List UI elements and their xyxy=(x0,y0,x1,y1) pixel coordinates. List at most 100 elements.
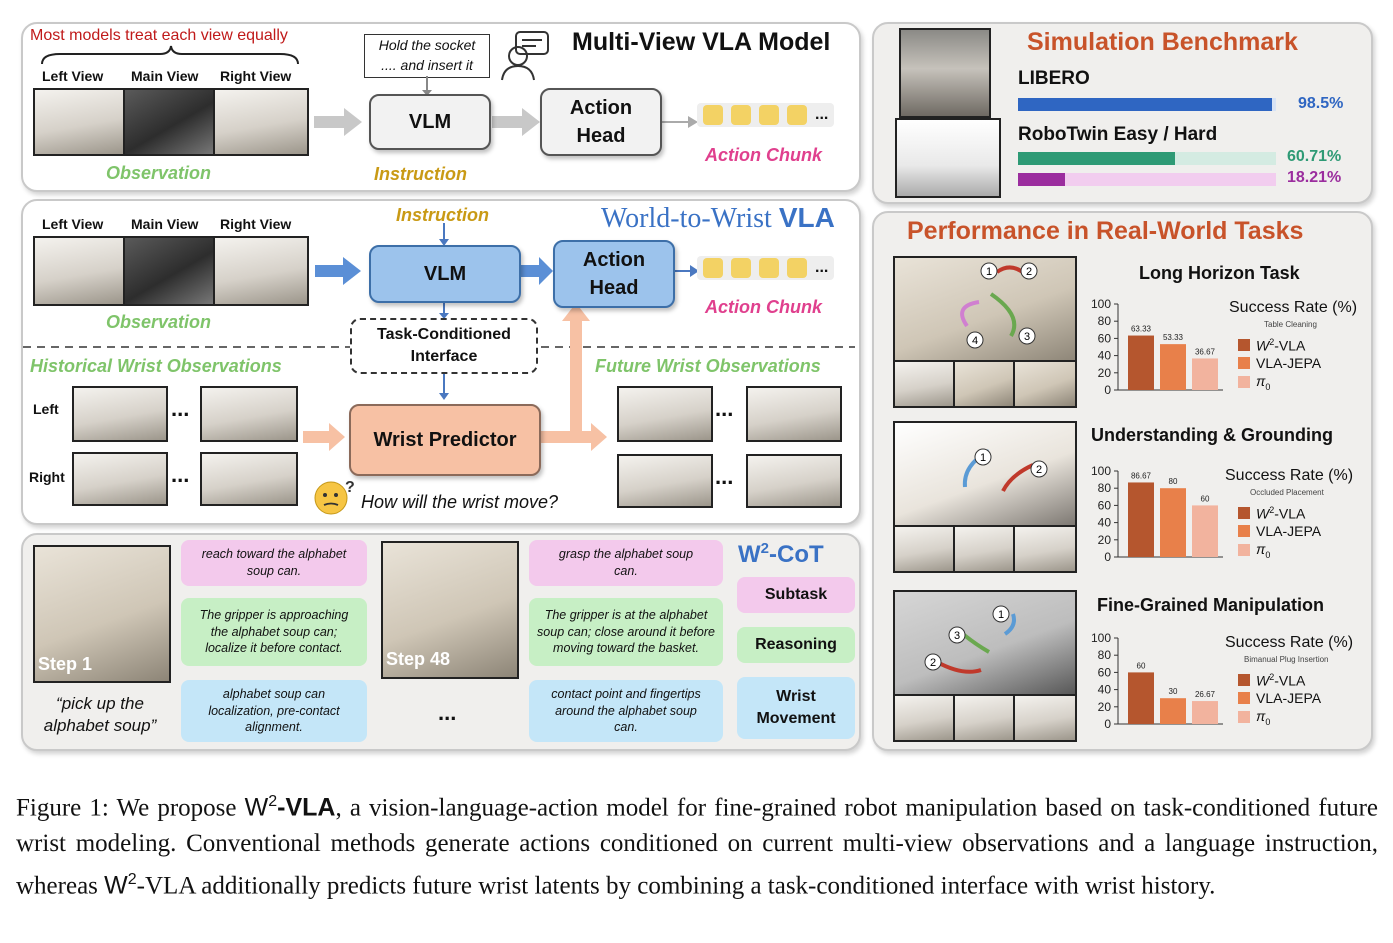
cot-subtask-2: grasp the alphabet soup can. xyxy=(529,540,723,586)
wrist-predictor-box: Wrist Predictor xyxy=(349,404,541,476)
cot-subtask-1: reach toward the alphabet soup can. xyxy=(181,540,367,586)
task-prompt: “pick up the alphabet soup” xyxy=(43,694,157,735)
libero-label: LIBERO xyxy=(1018,68,1090,89)
brace-icon xyxy=(41,45,299,65)
w2w-view-main: Main View xyxy=(131,216,199,232)
fine-grained-annotations: 1 2 3 xyxy=(924,605,1016,674)
circle-label-4: 4 xyxy=(972,335,978,347)
y-tick-label: 20 xyxy=(1098,700,1112,714)
instruction-speech-bubble: Hold the socket .... and insert it xyxy=(364,34,490,78)
multi-view-note: Most models treat each view equally xyxy=(30,27,288,44)
w2w-view-left: Left View xyxy=(42,216,104,232)
legend-w: W xyxy=(1256,505,1270,522)
action-chunk-ellipsis: ... xyxy=(815,106,829,123)
chart-title-grounding: Understanding & Grounding xyxy=(1091,425,1333,445)
w2w-action-head-box: Action Head xyxy=(553,240,675,308)
y-tick-label: 40 xyxy=(1098,349,1112,363)
y-tick-label: 40 xyxy=(1098,683,1112,697)
w2-cot-title: W2-CoT xyxy=(738,540,824,569)
bar-π0 xyxy=(1192,505,1218,557)
robotwin-label: RoboTwin Easy / Hard xyxy=(1018,124,1218,145)
w2w-title-plain: World-to-Wrist xyxy=(601,203,779,234)
circle-label-1: 1 xyxy=(986,266,992,278)
chart-title-fine-grained: Fine-Grained Manipulation xyxy=(1097,595,1325,615)
w2w-main-image xyxy=(123,236,215,306)
bar-π0 xyxy=(1192,358,1218,390)
observation-left-image xyxy=(33,88,125,156)
circle-label-3: 3 xyxy=(954,630,960,642)
caption-bold: -VLA xyxy=(277,793,336,822)
fine-grained-wrist-1 xyxy=(893,694,957,742)
w2w-view-right: Right View xyxy=(220,216,292,232)
grounding-wrist-1 xyxy=(893,525,957,573)
y-tick-label: 0 xyxy=(1104,383,1111,397)
robotwin-easy-value: 60.71% xyxy=(1287,148,1342,165)
y-tick-label: 80 xyxy=(1098,481,1112,495)
simulation-title: Simulation Benchmark xyxy=(1027,28,1298,56)
bar-value-label: 36.67 xyxy=(1195,347,1216,356)
libero-value: 98.5% xyxy=(1298,95,1344,112)
real-world-title: Performance in Real-World Tasks xyxy=(907,217,1304,245)
cot-title-rest: -CoT xyxy=(769,541,824,568)
wrist-left-label: Left xyxy=(33,401,59,417)
legend-w: W xyxy=(1256,337,1270,354)
robotwin-image xyxy=(895,118,1001,198)
action-token xyxy=(759,258,779,278)
bar-vla-jepa xyxy=(1160,698,1186,724)
world-to-wrist-title: World-to-Wrist VLA xyxy=(601,202,835,235)
legend-pi-sub: 0 xyxy=(1265,716,1271,727)
observation-label: Observation xyxy=(106,163,212,183)
multi-view-title: Multi-View VLA Model xyxy=(572,28,831,56)
chart-subtitle-grounding: Occluded Placement xyxy=(1250,488,1324,497)
long-horizon-annotations: 1 2 3 4 xyxy=(960,262,1038,349)
chart-sr-long-horizon: Success Rate (%) xyxy=(1229,299,1358,316)
w2w-action-chunk: ... xyxy=(697,256,835,280)
bar-value-label: 60 xyxy=(1201,494,1210,503)
legend-w-sup: 2 xyxy=(1269,505,1275,515)
cot-title-w: W xyxy=(738,541,761,568)
robotwin-hard-track xyxy=(1018,173,1276,186)
view-label-main: Main View xyxy=(131,68,199,84)
circle-label-1: 1 xyxy=(980,452,986,464)
caption-prefix: Figure 1: We propose xyxy=(16,794,245,822)
fine-grained-wrist-2 xyxy=(953,694,1017,742)
y-tick-label: 100 xyxy=(1091,464,1111,478)
y-tick-label: 0 xyxy=(1104,550,1111,564)
caption-sup2: 2 xyxy=(127,871,137,889)
y-tick-label: 80 xyxy=(1098,314,1112,328)
libero-image xyxy=(899,28,991,118)
y-tick-label: 60 xyxy=(1098,665,1112,679)
speaker-icon xyxy=(501,31,549,81)
y-tick-label: 40 xyxy=(1098,516,1112,530)
action-token xyxy=(787,258,807,278)
legend-pi-sub: 0 xyxy=(1265,381,1271,392)
legend-w-rest: -VLA xyxy=(1274,337,1306,354)
legend-item-jepa: VLA-JEPA xyxy=(1238,690,1321,706)
y-tick-label: 20 xyxy=(1098,366,1112,380)
bar-w2-vla xyxy=(1128,482,1154,557)
caption-w: W xyxy=(244,793,269,822)
view-label-right: Right View xyxy=(220,68,292,84)
long-horizon-wrist-2 xyxy=(953,360,1017,408)
action-token xyxy=(787,105,807,125)
chart-title-long-horizon: Long Horizon Task xyxy=(1139,263,1300,283)
action-token xyxy=(731,258,751,278)
vlm-box: VLM xyxy=(369,94,491,150)
step-48-label: Step 48 xyxy=(386,649,451,669)
legend-pi: π xyxy=(1256,373,1266,389)
future-left-frame-2 xyxy=(746,386,842,442)
cot-wrist-2: contact point and fingertips around the … xyxy=(529,680,723,742)
history-right-frame-1 xyxy=(72,452,168,506)
future-wrist-label: Future Wrist Observations xyxy=(595,356,821,376)
circle-label-2: 2 xyxy=(930,657,936,669)
long-horizon-wrist-1 xyxy=(893,360,957,408)
w2w-observation-label: Observation xyxy=(106,312,212,332)
legend-w: W xyxy=(1256,672,1270,689)
step-1-image xyxy=(33,545,171,683)
robotwin-hard-value: 18.21% xyxy=(1287,169,1342,186)
historical-wrist-label: Historical Wrist Observations xyxy=(30,356,282,376)
cot-wrist-1: alphabet soup can localization, pre-cont… xyxy=(181,680,367,742)
caption-p1: , a vision-language-action model for fin… xyxy=(16,794,1378,900)
